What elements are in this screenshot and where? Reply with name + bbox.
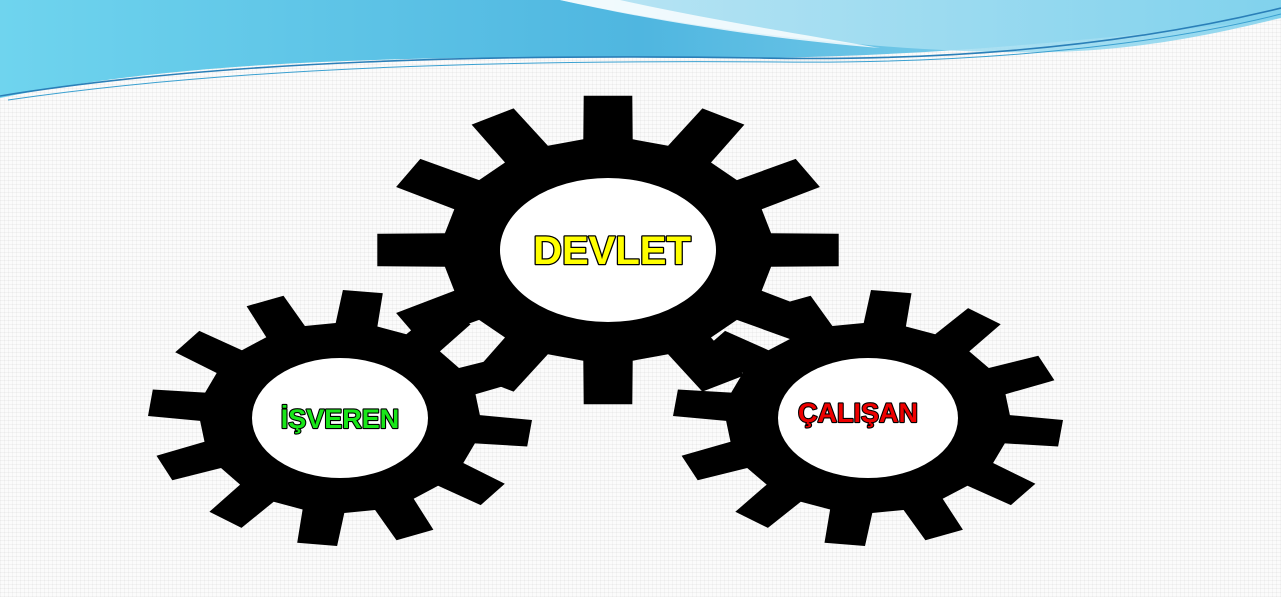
gear-calisan: ÇALIŞAN	[673, 290, 1063, 546]
gear-calisan-hub	[778, 358, 958, 478]
gear-isveren-hub	[252, 358, 428, 478]
gear-calisan-label: ÇALIŞAN	[798, 398, 918, 428]
header-wave-decoration	[0, 0, 1281, 101]
gear-devlet-hub	[500, 178, 716, 322]
gear-devlet: DEVLET	[377, 95, 839, 405]
gear-isveren-label: İŞVEREN	[281, 404, 400, 434]
gear-isveren: İŞVEREN	[148, 290, 532, 546]
gear-devlet-label: DEVLET	[533, 229, 691, 273]
